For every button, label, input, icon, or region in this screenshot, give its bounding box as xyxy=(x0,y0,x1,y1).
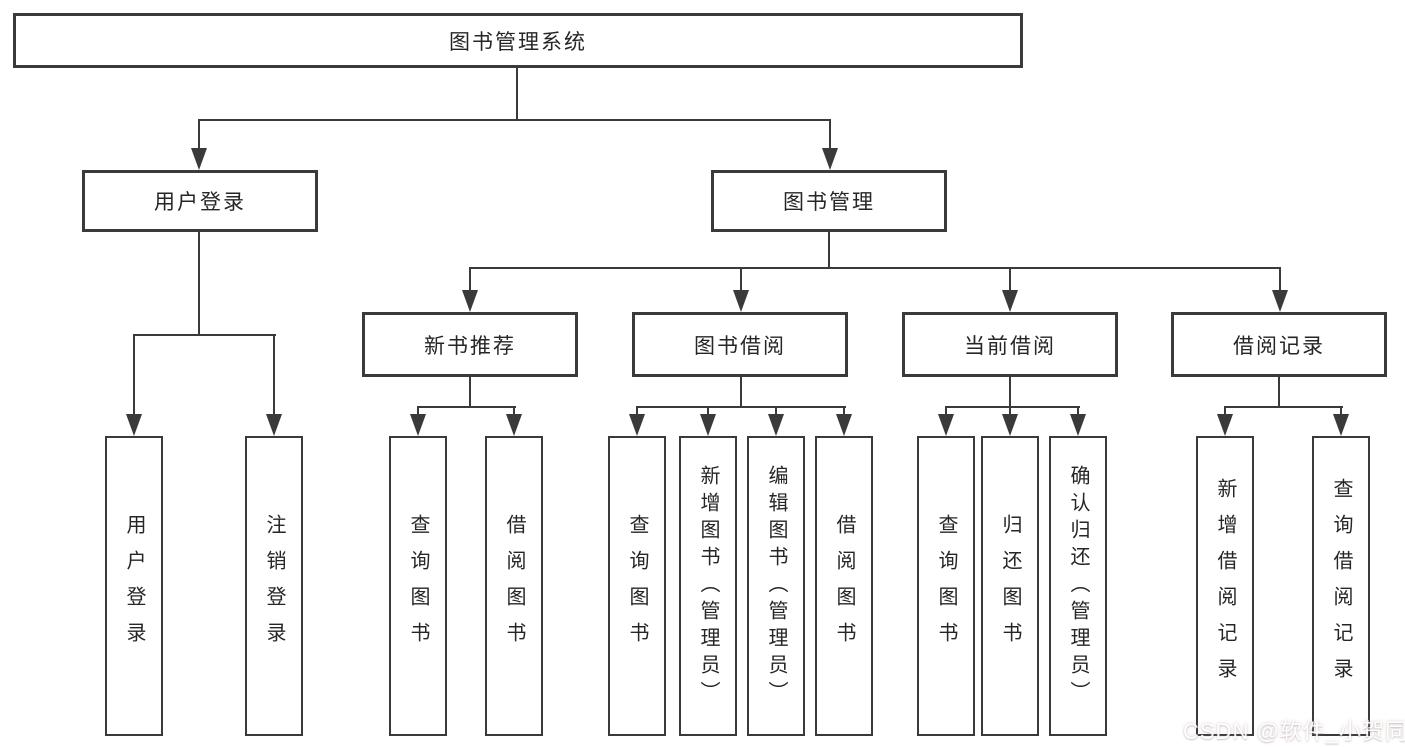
connector-line xyxy=(1009,406,1011,416)
arrow-down-icon xyxy=(629,414,645,436)
node-root: 图书管理系统 xyxy=(13,13,1023,68)
arrow-down-icon xyxy=(126,414,142,436)
connector-borrow-stem xyxy=(740,376,742,408)
node-book-borrow: 图书借阅 xyxy=(632,312,848,377)
arrow-down-icon xyxy=(768,414,784,436)
leaf-add-borrow-record-label: 新增借阅记录 xyxy=(1214,478,1236,694)
connector-line xyxy=(469,267,471,292)
arrow-down-icon xyxy=(266,414,282,436)
connector-line xyxy=(775,406,777,416)
leaf-user-login: 用户登录 xyxy=(105,436,163,736)
connector-line xyxy=(1224,406,1226,416)
connector-line xyxy=(1340,406,1342,416)
connector-current-branch xyxy=(945,406,1080,408)
leaf-edit-book-admin-label: 编辑图书（管理员） xyxy=(765,464,787,708)
connector-line xyxy=(829,119,831,151)
csdn-watermark: CSDN @软件_小贺同学 xyxy=(1183,719,1405,744)
connector-line xyxy=(1279,267,1281,292)
arrow-down-icon xyxy=(410,414,426,436)
connector-level3-branch xyxy=(469,267,1281,269)
arrow-down-icon xyxy=(1070,414,1086,436)
connector-line xyxy=(198,119,200,151)
leaf-return-book: 归还图书 xyxy=(981,436,1039,736)
leaf-logout: 注销登录 xyxy=(245,436,303,736)
node-root-label: 图书管理系统 xyxy=(449,30,587,54)
leaf-add-book-admin-label: 新增图书（管理员） xyxy=(697,464,719,708)
connector-level2-branch xyxy=(198,119,831,121)
leaf-borrow-books-recommend-label: 借阅图书 xyxy=(503,514,525,658)
leaf-add-book-admin: 新增图书（管理员） xyxy=(679,436,737,736)
node-book-management-label: 图书管理 xyxy=(783,191,875,214)
leaf-borrow-books-label: 借阅图书 xyxy=(833,514,855,658)
connector-line xyxy=(707,406,709,416)
node-book-borrow-label: 图书借阅 xyxy=(694,334,786,358)
leaf-query-books-recommend: 查询图书 xyxy=(389,436,447,736)
leaf-query-books-current: 查询图书 xyxy=(917,436,975,736)
connector-recommend-stem xyxy=(469,376,471,408)
arrow-down-icon xyxy=(462,290,478,312)
arrow-down-icon xyxy=(938,414,954,436)
connector-root-stem xyxy=(516,67,518,121)
leaf-query-borrow-record-label: 查询借阅记录 xyxy=(1330,478,1352,694)
connector-line xyxy=(740,267,742,292)
connector-borrow-branch xyxy=(636,406,846,408)
connector-records-stem xyxy=(1278,376,1280,408)
node-current-borrow-label: 当前借阅 xyxy=(964,334,1056,358)
leaf-logout-label: 注销登录 xyxy=(263,514,285,658)
leaf-query-books-borrow-label: 查询图书 xyxy=(626,514,648,658)
leaf-return-book-label: 归还图书 xyxy=(999,514,1021,658)
node-user-login-label: 用户登录 xyxy=(154,191,246,214)
arrow-down-icon xyxy=(1002,290,1018,312)
arrow-down-icon xyxy=(733,290,749,312)
arrow-down-icon xyxy=(822,148,838,170)
connector-line xyxy=(1009,267,1011,292)
node-borrow-records: 借阅记录 xyxy=(1171,312,1387,377)
node-borrow-records-label: 借阅记录 xyxy=(1233,334,1325,358)
connector-recommend-branch xyxy=(417,406,516,408)
connector-user-stem xyxy=(198,231,200,335)
arrow-down-icon xyxy=(700,414,716,436)
leaf-query-books-current-label: 查询图书 xyxy=(935,514,957,658)
connector-line xyxy=(1077,406,1079,416)
connector-line xyxy=(843,406,845,416)
connector-line xyxy=(133,334,135,416)
leaf-add-borrow-record: 新增借阅记录 xyxy=(1196,436,1254,736)
arrow-down-icon xyxy=(191,148,207,170)
node-current-borrow: 当前借阅 xyxy=(902,312,1118,377)
leaf-edit-book-admin: 编辑图书（管理员） xyxy=(747,436,805,736)
connector-records-branch xyxy=(1224,406,1343,408)
leaf-confirm-return-admin-label: 确认归还（管理员） xyxy=(1067,464,1089,708)
leaf-query-borrow-record: 查询借阅记录 xyxy=(1312,436,1370,736)
arrow-down-icon xyxy=(1002,414,1018,436)
connector-user-branch xyxy=(133,334,276,336)
node-user-login: 用户登录 xyxy=(82,170,318,232)
connector-line xyxy=(417,406,419,416)
node-new-book-recommend-label: 新书推荐 xyxy=(424,334,516,358)
connector-line xyxy=(636,406,638,416)
arrow-down-icon xyxy=(506,414,522,436)
node-new-book-recommend: 新书推荐 xyxy=(362,312,578,377)
arrow-down-icon xyxy=(1217,414,1233,436)
leaf-user-login-label: 用户登录 xyxy=(123,514,145,658)
node-book-management: 图书管理 xyxy=(711,170,947,232)
arrow-down-icon xyxy=(1333,414,1349,436)
connector-line xyxy=(273,334,275,416)
leaf-borrow-books-recommend: 借阅图书 xyxy=(485,436,543,736)
leaf-query-books-borrow: 查询图书 xyxy=(608,436,666,736)
arrow-down-icon xyxy=(836,414,852,436)
connector-current-stem xyxy=(1009,376,1011,408)
connector-line xyxy=(945,406,947,416)
leaf-confirm-return-admin: 确认归还（管理员） xyxy=(1049,436,1107,736)
arrow-down-icon xyxy=(1272,290,1288,312)
leaf-borrow-books: 借阅图书 xyxy=(815,436,873,736)
leaf-query-books-recommend-label: 查询图书 xyxy=(407,514,429,658)
connector-mgmt-stem xyxy=(828,231,830,269)
connector-line xyxy=(513,406,515,416)
